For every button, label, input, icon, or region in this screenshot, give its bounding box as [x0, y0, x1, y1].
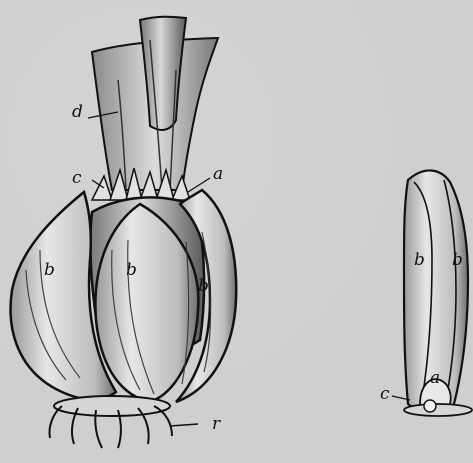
label-left-d: d — [72, 104, 83, 121]
left-shoot — [92, 17, 218, 190]
left-basal-plate-roots — [50, 396, 199, 448]
label-right-c: c — [380, 386, 390, 403]
label-left-b3: b — [198, 278, 209, 295]
label-left-b1: b — [44, 262, 55, 279]
label-right-b1: b — [414, 252, 425, 269]
label-left-c: c — [72, 170, 82, 187]
label-left-r: r — [212, 416, 220, 433]
label-left-a: a — [213, 166, 223, 183]
left-bulb — [11, 190, 237, 402]
label-right-a: a — [430, 370, 440, 387]
label-left-b2: b — [126, 262, 137, 279]
label-right-b2: b — [452, 252, 463, 269]
